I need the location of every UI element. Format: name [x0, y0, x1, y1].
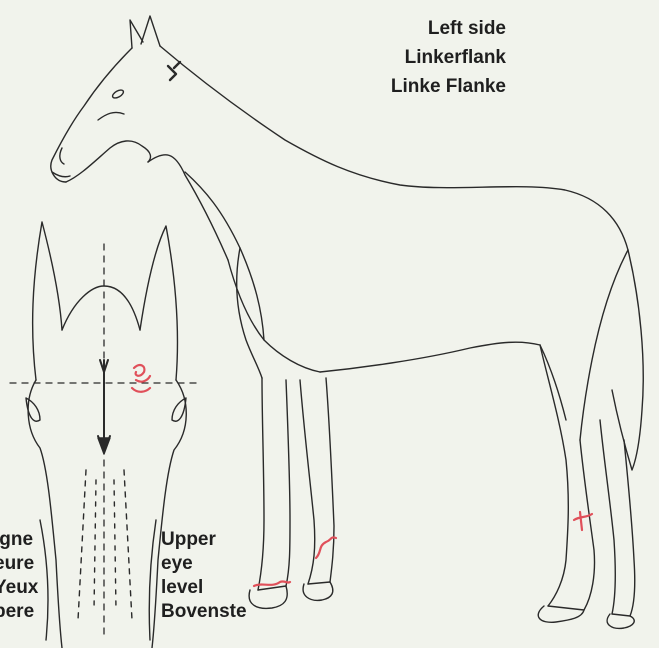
- front-right-eye: [172, 398, 186, 421]
- head-top-line: [51, 48, 132, 182]
- hind-leg-far: [600, 420, 635, 616]
- throat-line: [185, 172, 264, 340]
- side-eye: [111, 88, 124, 99]
- nasal-dash-left: [78, 470, 86, 620]
- hindquarter: [580, 250, 628, 440]
- eye-line-label-english: Upper eye level Bovenste: [161, 528, 247, 624]
- nasal-dash-inner-left: [94, 480, 96, 610]
- poll-tuft: [168, 62, 180, 80]
- arrow-head-fill: [98, 438, 110, 454]
- muzzle: [66, 141, 150, 182]
- front-hoof-near: [249, 586, 287, 608]
- left-label-line-1: igne: [0, 528, 38, 552]
- hind-hoof-far: [607, 614, 634, 628]
- nasal-dash-right: [124, 470, 132, 620]
- cheek-line: [98, 112, 124, 120]
- caption-line-german: Linke Flanke: [370, 72, 506, 101]
- front-leg-far: [300, 378, 334, 584]
- hind-leg-near: [540, 345, 595, 610]
- front-leg-near: [258, 378, 290, 590]
- label-bracket-left: [40, 520, 48, 640]
- front-right-ear: [140, 226, 178, 380]
- stifle-line: [540, 345, 566, 420]
- horse-side-view: [51, 16, 643, 628]
- forehead-whorl-marking: [132, 365, 150, 392]
- right-label-line-2: eye: [161, 552, 247, 576]
- left-label-line-3: Yeux: [0, 576, 38, 600]
- shoulder-line: [228, 260, 320, 372]
- nasal-dash-inner-right: [114, 480, 116, 610]
- side-view-caption: Left side Linkerflank Linke Flanke: [370, 14, 506, 101]
- right-label-line-3: level: [161, 576, 247, 600]
- tail: [612, 250, 643, 470]
- left-label-line-4: bere: [0, 600, 38, 624]
- caption-line-dutch: Linkerflank: [370, 43, 506, 72]
- caption-line-english: Left side: [370, 14, 506, 43]
- right-label-line-4: Bovenste: [161, 600, 247, 624]
- front-hoof-far: [303, 582, 333, 600]
- hind-hoof-near: [538, 606, 584, 622]
- belly-line: [320, 342, 540, 372]
- nostril: [60, 148, 64, 164]
- hind-leg-marking: [574, 512, 592, 530]
- right-label-line-1: Upper: [161, 528, 247, 552]
- chest-line: [237, 248, 262, 378]
- right-ear: [141, 16, 160, 46]
- front-left-ear: [33, 222, 62, 380]
- forehead-outline: [62, 286, 140, 330]
